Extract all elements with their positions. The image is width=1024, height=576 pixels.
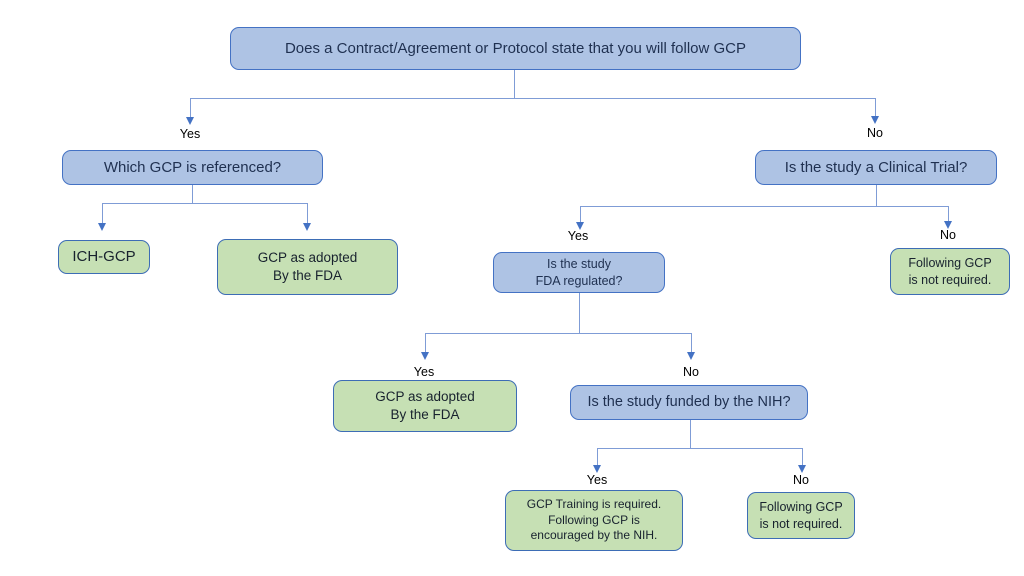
connector-line xyxy=(597,448,598,465)
connector-line xyxy=(514,70,515,99)
connector-line xyxy=(425,333,692,334)
connector-line xyxy=(192,185,193,204)
arrow-down-icon xyxy=(798,465,806,473)
node-which-gcp: Which GCP is referenced? xyxy=(62,150,323,185)
arrow-down-icon xyxy=(944,221,952,229)
branch-label-trial-no: No xyxy=(940,228,956,242)
connector-line xyxy=(190,98,191,117)
branch-label-trial-yes: Yes xyxy=(567,229,589,243)
connector-line xyxy=(580,206,581,222)
node-nih-funded: Is the study funded by the NIH? xyxy=(570,385,808,420)
connector-line xyxy=(691,333,692,352)
node-clinical-trial: Is the study a Clinical Trial? xyxy=(755,150,997,185)
connector-line xyxy=(102,203,103,223)
branch-label-root-no: No xyxy=(867,126,883,140)
arrow-down-icon xyxy=(593,465,601,473)
connector-line xyxy=(597,448,803,449)
branch-label-root-yes: Yes xyxy=(179,127,201,141)
connector-line xyxy=(875,98,876,116)
node-root-question: Does a Contract/Agreement or Protocol st… xyxy=(230,27,801,70)
connector-line xyxy=(690,420,691,449)
branch-label-nih-no: No xyxy=(793,473,809,487)
connector-line xyxy=(948,206,949,221)
node-gcp-training-required: GCP Training is required. Following GCP … xyxy=(505,490,683,551)
node-fda-adopted-left: GCP as adopted By the FDA xyxy=(217,239,398,295)
connector-line xyxy=(102,203,308,204)
connector-line xyxy=(802,448,803,465)
node-ich-gcp: ICH-GCP xyxy=(58,240,150,274)
node-not-required-nih: Following GCP is not required. xyxy=(747,492,855,539)
arrow-down-icon xyxy=(421,352,429,360)
connector-line xyxy=(876,185,877,207)
branch-label-fda-yes: Yes xyxy=(413,365,435,379)
node-not-required-trial: Following GCP is not required. xyxy=(890,248,1010,295)
arrow-down-icon xyxy=(186,117,194,125)
branch-label-fda-no: No xyxy=(683,365,699,379)
connector-line xyxy=(307,203,308,223)
node-fda-adopted-regulated: GCP as adopted By the FDA xyxy=(333,380,517,432)
connector-line xyxy=(190,98,876,99)
arrow-down-icon xyxy=(98,223,106,231)
node-fda-regulated: Is the study FDA regulated? xyxy=(493,252,665,293)
connector-line xyxy=(580,206,949,207)
connector-line xyxy=(579,293,580,334)
arrow-down-icon xyxy=(687,352,695,360)
arrow-down-icon xyxy=(303,223,311,231)
connector-line xyxy=(425,333,426,352)
arrow-down-icon xyxy=(576,222,584,230)
branch-label-nih-yes: Yes xyxy=(586,473,608,487)
arrow-down-icon xyxy=(871,116,879,124)
